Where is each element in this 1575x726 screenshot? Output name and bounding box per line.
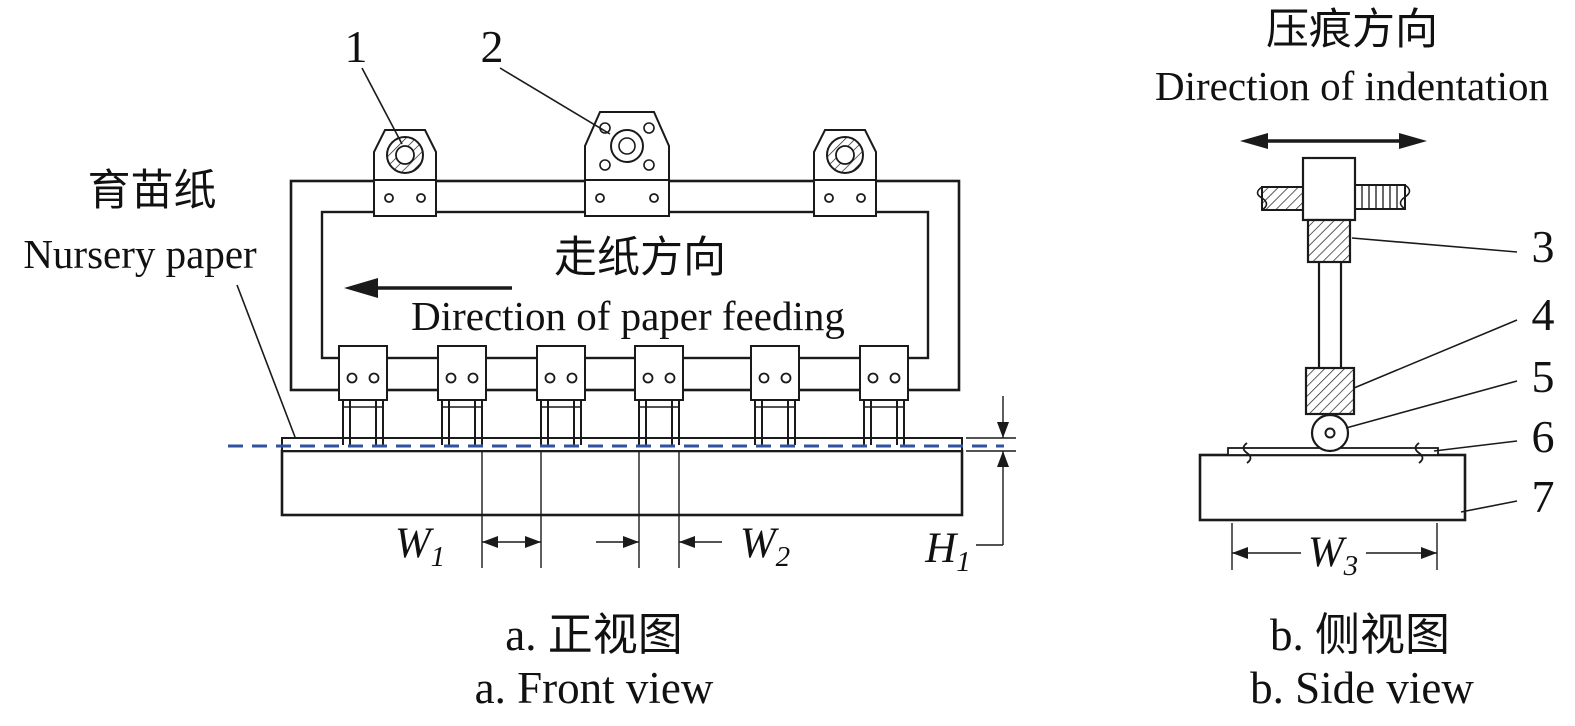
- creasing-unit: [750, 345, 800, 446]
- spindle-shaft-left: [1261, 186, 1304, 211]
- creasing-unit: [634, 345, 684, 446]
- front-view-caption-en: a. Front view: [475, 663, 714, 713]
- bearing-block-3: [813, 129, 877, 217]
- nursery-paper-label-en: Nursery paper: [23, 231, 257, 277]
- spindle-housing: [1301, 156, 1357, 222]
- part-1-leader: [361, 67, 403, 145]
- dim-w2-label: W2: [740, 520, 790, 573]
- indentation-label-en: Direction of indentation: [1155, 63, 1549, 109]
- feed-direction: 走纸方向 Direction of paper feeding: [344, 235, 845, 339]
- creasing-unit: [536, 345, 586, 446]
- bearing-block-1: [373, 129, 437, 217]
- part-4-label: 4: [1532, 289, 1555, 340]
- connecting-arm-part4-shank: [1317, 262, 1343, 368]
- dim-w3: W3: [1231, 523, 1438, 582]
- part-6-leader: [1433, 440, 1518, 452]
- feed-direction-label-zh: 走纸方向: [554, 235, 726, 282]
- part-3-label: 3: [1532, 221, 1555, 272]
- part-5-label: 5: [1532, 351, 1555, 402]
- base-plate-front: [280, 449, 964, 517]
- part-7-label: 7: [1532, 471, 1555, 522]
- part-6-label: 6: [1532, 411, 1555, 462]
- holder-block-part3: [1306, 218, 1352, 264]
- frame-inner: [320, 210, 930, 360]
- dim-w1-label: W1: [395, 520, 445, 573]
- part-1-label: 1: [345, 21, 368, 72]
- dim-w2: W2: [596, 450, 790, 573]
- creasing-wheel-part5: [1310, 413, 1350, 453]
- dim-w1: W1: [395, 450, 542, 573]
- part-7-leader: [1460, 500, 1518, 513]
- break-line-left: [1242, 442, 1252, 464]
- part-4-leader: [1353, 319, 1518, 389]
- part-2-leader: [499, 67, 611, 135]
- front-view-caption-zh: a. 正视图: [505, 610, 682, 660]
- bearing-block-2: [584, 111, 670, 217]
- side-view-caption-en: b. Side view: [1250, 663, 1474, 713]
- feed-direction-arrow-icon: [344, 278, 512, 298]
- side-view: 压痕方向 Direction of indentation: [1155, 7, 1554, 713]
- indenter-block-part4: [1304, 366, 1356, 416]
- part-3-leader: [1351, 237, 1518, 253]
- front-view: 1 2 走纸方向 Direction of paper feeding: [23, 21, 1016, 713]
- creasing-unit: [437, 345, 487, 446]
- dim-h1-label: H1: [924, 525, 971, 578]
- feed-direction-label-en: Direction of paper feeding: [411, 293, 845, 339]
- spindle-shaft-right: [1354, 184, 1411, 210]
- creasing-unit: [338, 345, 388, 446]
- dim-h1: H1: [924, 396, 1016, 578]
- front-part-callouts: 1 2: [345, 21, 611, 145]
- break-line-right: [1414, 442, 1424, 464]
- nursery-paper-leader: [236, 284, 296, 438]
- shaft-left-break-icon: [1256, 186, 1268, 211]
- indentation-double-arrow-icon: [1240, 133, 1427, 149]
- indentation-direction: 压痕方向 Direction of indentation: [1155, 7, 1549, 149]
- side-view-caption-zh: b. 侧视图: [1270, 610, 1450, 660]
- part-5-leader: [1345, 380, 1518, 429]
- part-2-label: 2: [481, 21, 504, 72]
- dim-w3-label: W3: [1308, 529, 1358, 582]
- nursery-paper-label-zh: 育苗纸: [88, 168, 217, 215]
- side-part-callouts: 3 4 5 6 7: [1345, 221, 1555, 522]
- nursery-paper-callout: 育苗纸 Nursery paper: [23, 168, 296, 438]
- creasing-unit: [859, 345, 909, 446]
- base-plate-side: [1198, 453, 1467, 522]
- indenter-assembly: [1256, 156, 1411, 453]
- indentation-label-zh: 压痕方向: [1266, 7, 1438, 54]
- shaft-right-break-icon: [1399, 184, 1411, 210]
